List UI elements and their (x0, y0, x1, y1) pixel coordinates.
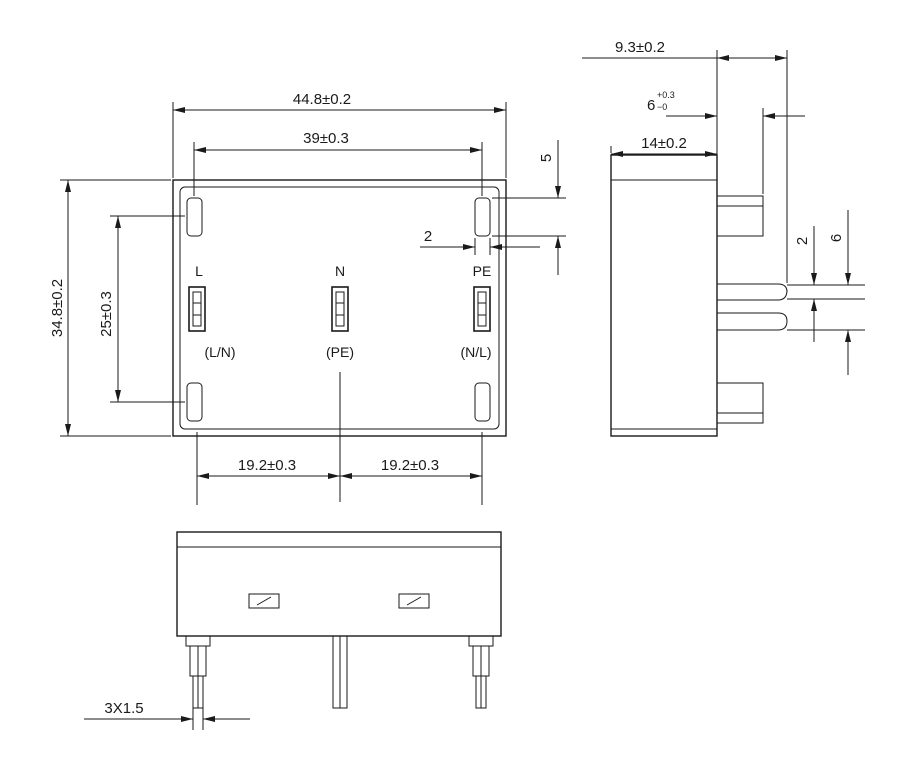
dim-pin-vertical: 25±0.3 (98, 215, 185, 403)
terminal-pin-N (331, 286, 349, 332)
dim-pin-width-label: 2 (424, 228, 432, 245)
dim-pin-thickness-label: 2 (794, 237, 811, 245)
dim-pin-spacing: 19.2±0.3 19.2±0.3 (196, 432, 483, 505)
dim-pin-span: 39±0.3 (193, 130, 483, 196)
dim-pin-pitch: 6 (828, 210, 851, 375)
dim-side-overall: 9.3±0.2 (582, 39, 788, 283)
pin-slot-top-left (186, 197, 203, 237)
dim-pin-section-label: 3X1.5 (104, 700, 143, 717)
dim-pin-length-minus: −0 (657, 102, 667, 112)
side-pin-lower (716, 382, 764, 424)
side-pin-center (716, 283, 788, 301)
top-view: L N PE (L/N) (PE) (N/L) 44.8±0.2 39±0.3 … (49, 91, 566, 505)
front-marking-left (248, 593, 280, 609)
dim-pin-length-plus: +0.3 (657, 90, 675, 100)
dim-edge-offset-label: 5 (538, 154, 555, 162)
dim-width-label: 44.8±0.2 (293, 91, 351, 108)
dim-pin-length: 6 +0.3 −0 (647, 90, 805, 194)
pin-slot-top-right (474, 197, 491, 237)
pin-label-bottom-L: (L/N) (204, 344, 235, 360)
dim-pin-length-base: 6 (647, 97, 655, 114)
side-view: 9.3±0.2 6 +0.3 −0 14±0.2 2 6 (582, 39, 865, 437)
dim-height: 34.8±0.2 (49, 179, 171, 437)
dim-pin-pitch-label: 6 (828, 234, 845, 242)
front-view: 3X1.5 (84, 531, 502, 730)
dim-pin-section: 3X1.5 (84, 700, 250, 730)
dim-side-overall-label: 9.3±0.2 (615, 39, 665, 56)
dim-pin-vertical-label: 25±0.3 (98, 291, 115, 337)
pin-slot-bottom-left (186, 382, 203, 422)
terminal-pin-PE (473, 286, 491, 332)
dim-body-depth-label: 14±0.2 (641, 135, 687, 152)
dim-right-spacing-label: 19.2±0.3 (381, 457, 439, 474)
dim-pin-span-label: 39±0.3 (303, 130, 349, 147)
front-pin-right (468, 635, 494, 709)
pin-label-top-N: N (335, 263, 345, 279)
pin-label-top-L: L (195, 263, 203, 279)
pin-label-top-PE: PE (473, 263, 492, 279)
terminal-pin-L (188, 286, 206, 332)
pin-label-bottom-PE: (N/L) (460, 344, 491, 360)
dim-height-label: 34.8±0.2 (49, 279, 66, 337)
front-body (176, 531, 502, 637)
dim-pin-thickness: 2 (794, 226, 817, 342)
front-pin-center (332, 635, 348, 709)
dim-left-spacing-label: 19.2±0.3 (238, 457, 296, 474)
front-pin-left (185, 635, 211, 709)
side-body (610, 154, 718, 437)
dim-pin-width: 2 (420, 228, 540, 255)
side-pin-upper (716, 195, 764, 237)
front-marking-right (398, 593, 430, 609)
pin-label-bottom-N: (PE) (326, 344, 354, 360)
dim-edge-offset: 5 (492, 140, 566, 275)
pin-slot-bottom-right (474, 382, 491, 422)
dim-width: 44.8±0.2 (172, 91, 507, 178)
dim-body-depth: 14±0.2 (610, 135, 717, 157)
